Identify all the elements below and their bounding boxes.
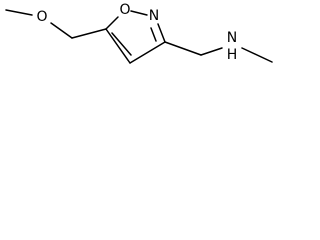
atom-label-methoxy-oxygen: O [36,9,47,25]
bond-ring-n2-c3 [157,23,166,43]
chemical-structure: O O N N H [5,2,273,64]
bond-ring-o1-n2 [130,10,148,16]
atom-label-ring-nitrogen: N [149,8,159,24]
bond-ch2-amine-nitrogen [200,47,223,56]
bond-ring-n2-c3-inner [150,27,157,42]
bond-methoxy-oxygen-ch2 [50,22,73,39]
atom-label-amine-nitrogen: N [227,30,237,46]
bond-c3-ch2 [164,41,202,56]
bond-amine-nitrogen-methyl [241,47,273,63]
bond-ring-c4-c5 [105,28,131,64]
atom-label-amine-hydrogen: H [227,47,238,63]
bond-methyl-methoxy-oxygen [5,9,33,16]
bond-ring-c4-c5-inner [111,32,132,56]
bond-ch2-ring-c5 [71,28,107,39]
atom-label-ring-oxygen: O [119,2,130,18]
bond-ring-c5-o1 [105,16,119,30]
bond-ring-c3-c4 [129,41,166,64]
